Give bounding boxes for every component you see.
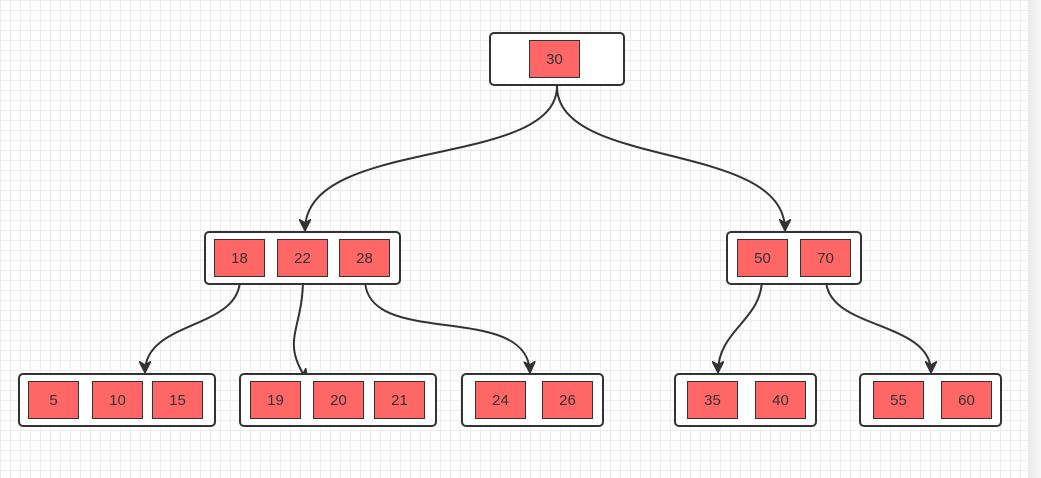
key-cell: 40	[755, 381, 806, 419]
key-cell: 26	[542, 381, 593, 419]
btree-leaf-35-40: 35 40	[674, 373, 817, 427]
edge-30-to-18-22-28	[305, 85, 558, 230]
btree-node-50-70: 50 70	[726, 231, 862, 285]
key-cell: 19	[250, 381, 301, 419]
key-cell: 28	[339, 239, 390, 277]
key-cell: 35	[687, 381, 738, 419]
key-cell: 15	[152, 381, 203, 419]
btree-leaf-24-26: 24 26	[461, 373, 604, 427]
btree-leaf-19-20-21: 19 20 21	[239, 373, 437, 427]
key-cell: 20	[313, 381, 364, 419]
btree-leaf-5-10-15: 5 10 15	[18, 373, 216, 427]
edge-28-to-24-26	[364, 278, 530, 372]
btree-node-root: 30	[489, 32, 625, 86]
canvas-edge-shadow	[1028, 0, 1041, 478]
key-cell: 60	[941, 381, 992, 419]
edge-30-to-50-70	[556, 85, 785, 230]
key-cell: 30	[529, 40, 580, 78]
key-cell: 55	[873, 381, 924, 419]
key-cell: 24	[475, 381, 526, 419]
key-cell: 50	[737, 239, 788, 277]
btree-leaf-55-60: 55 60	[859, 373, 1002, 427]
edge-50-to-35-40	[718, 278, 763, 372]
key-cell: 5	[28, 381, 79, 419]
key-cell: 10	[92, 381, 143, 419]
btree-node-18-22-28: 18 22 28	[204, 231, 401, 285]
key-cell: 21	[374, 381, 425, 419]
edge-22-to-19-20-21	[292, 278, 307, 380]
edge-70-to-55-60	[825, 278, 931, 372]
key-cell: 70	[800, 239, 851, 277]
edge-18-to-5-10-15	[145, 278, 241, 372]
key-cell: 18	[214, 239, 265, 277]
key-cell: 22	[277, 239, 328, 277]
